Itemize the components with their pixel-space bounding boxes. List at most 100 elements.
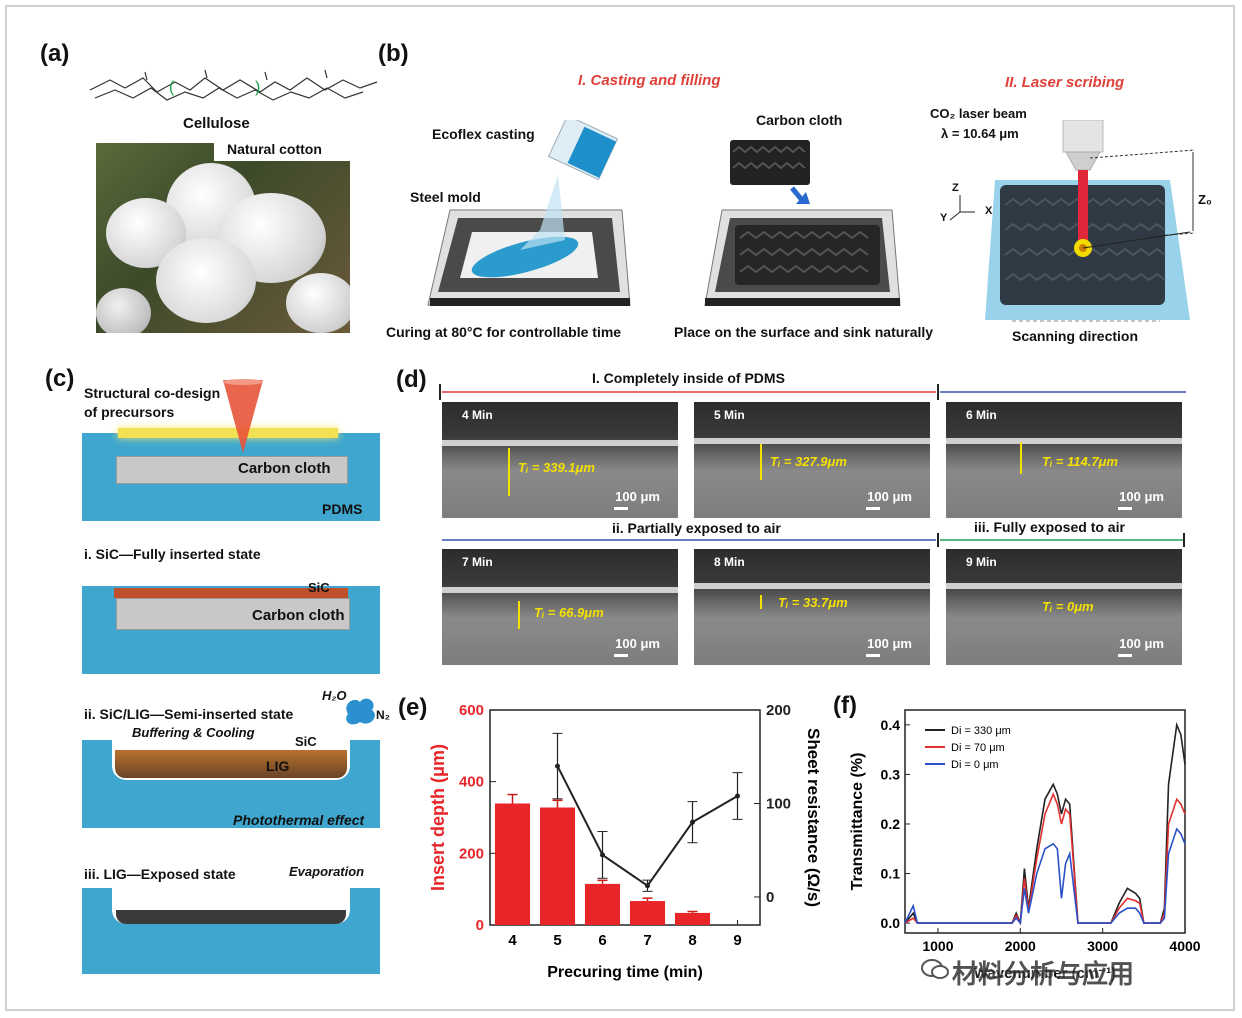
panel-label-b: (b) [378, 40, 409, 67]
lig-label: LIG [266, 758, 290, 774]
lambda-label: λ = 10.64 μm [941, 126, 1019, 141]
sem-time: 5 Min [714, 408, 745, 422]
sem-scale: 100 μm [615, 489, 660, 504]
plot-frame [489, 709, 761, 926]
z0-label: Z₀ [1198, 192, 1212, 207]
curing-caption: Curing at 80°C for controllable time [386, 324, 622, 340]
steel-mold-label: Steel mold [410, 189, 481, 205]
carbon-cloth-label-b: Carbon cloth [756, 112, 843, 128]
sem-depth: Tᵢ = 339.1μm [518, 460, 595, 475]
region1-label: I. Completely inside of PDMS [588, 370, 789, 386]
y-tick-label: 0.3 [881, 766, 901, 782]
watermark-text: 材料分析与应用 [952, 959, 1135, 989]
line-point [735, 793, 740, 799]
sem-time: 9 Min [966, 555, 997, 569]
sic-layer-1 [114, 588, 348, 598]
y2-tick-label: 100 [766, 795, 791, 812]
carbon-cloth-bar-2 [116, 598, 350, 630]
scale-bar [1118, 654, 1132, 657]
evaporation-label: Evaporation [289, 864, 365, 879]
x-axis-title: Precuring time (min) [547, 964, 703, 981]
sem-image-7min: 7 Min Tᵢ = 66.9μm 100 μm [442, 549, 678, 665]
sem-time: 7 Min [462, 555, 493, 569]
sem-image-4min: 4 Min Tᵢ = 339.1μm 100 μm [442, 402, 678, 518]
carbon-cloth-label-c1: Carbon cloth [238, 460, 331, 477]
sem-scale: 100 μm [867, 636, 912, 651]
region-brackets [439, 384, 1186, 547]
sem-image-8min: 8 Min Tᵢ = 33.7μm 100 μm [694, 549, 930, 665]
svg-text:): ) [255, 79, 260, 96]
x-tick-label: 3000 [1087, 938, 1118, 954]
region3-label: iii. Fully exposed to air [970, 519, 1129, 535]
scale-bar [866, 654, 880, 657]
co2-laser-label: CO₂ laser beam [930, 106, 1027, 121]
bar [674, 912, 711, 925]
scale-bar [866, 507, 880, 510]
x-tick-label: 6 [598, 932, 606, 949]
gas-cloud-icon [346, 698, 375, 725]
x-tick-label: 1000 [922, 938, 953, 954]
x-tick-label: 4 [508, 932, 517, 949]
y2-tick-label: 0 [766, 889, 774, 906]
y-tick-label: 0 [476, 917, 484, 934]
legend-label: Di = 70 μm [951, 742, 1005, 754]
y2-tick-label: 200 [766, 702, 791, 719]
figure-frame [5, 5, 1235, 1011]
pdms-label: PDMS [322, 501, 363, 517]
axis-y-label: Y [940, 212, 948, 224]
legend-label: Di = 330 μm [951, 725, 1011, 737]
line-point [645, 883, 650, 889]
bar [539, 807, 576, 925]
scale-bar [614, 654, 628, 657]
ecoflex-label: Ecoflex casting [432, 126, 535, 142]
spectrum-line [904, 721, 1186, 924]
panel-label-f: (f) [833, 692, 857, 719]
scale-bar [614, 507, 628, 510]
bar [494, 803, 531, 925]
x-tick-label: 7 [643, 932, 651, 949]
sem-scale: 100 μm [1119, 489, 1164, 504]
laser-glow [118, 428, 338, 438]
svg-text:(: ( [169, 79, 175, 96]
sem-depth: Tᵢ = 327.9μm [770, 454, 847, 469]
state1-title: i. SiC—Fully inserted state [84, 546, 261, 562]
sic-label-1: SiC [308, 580, 330, 595]
n2-label: N₂ [376, 708, 390, 722]
sem-depth: Tᵢ = 33.7μm [778, 595, 848, 610]
y-tick-label: 0.0 [881, 915, 901, 931]
sem-image-5min: 5 Min Tᵢ = 327.9μm 100 μm [694, 402, 930, 518]
casting-schematic [427, 120, 1196, 322]
sem-image-9min: 9 Min Tᵢ = 0μm 100 μm [946, 549, 1182, 665]
laser-cone-icon [223, 379, 263, 453]
panel-label-c: (c) [45, 365, 75, 392]
cellulose-label: Cellulose [183, 115, 250, 132]
axis-x-label: X [985, 205, 993, 217]
codesign-line1: Structural co-design [84, 385, 221, 401]
state2-title: ii. SiC/LIG—Semi-inserted state [84, 706, 294, 722]
scale-bar [1118, 507, 1132, 510]
y-tick-label: 600 [459, 702, 484, 719]
h2o-label: H₂O [322, 688, 347, 703]
sem-image-6min: 6 Min Tᵢ = 114.7μm 100 μm [946, 402, 1182, 518]
sem-time: 4 Min [462, 408, 493, 422]
sem-depth: Tᵢ = 66.9μm [534, 605, 604, 620]
y-tick-label: 400 [459, 774, 484, 791]
x-tick-label: 8 [688, 932, 696, 949]
photothermal-label: Photothermal effect [233, 812, 365, 828]
sem-scale: 100 μm [615, 636, 660, 651]
y-tick-label: 0.2 [881, 816, 901, 832]
y-tick-label: 0.1 [881, 866, 901, 882]
sic-label-2: SiC [295, 734, 317, 749]
buffering-label: Buffering & Cooling [132, 725, 255, 740]
line-point [555, 763, 560, 769]
lig-exposed-layer [116, 910, 346, 924]
region2-label: ii. Partially exposed to air [608, 520, 785, 536]
panel-label-a: (a) [40, 40, 70, 67]
y-tick-label: 0.4 [881, 717, 901, 733]
sem-time: 6 Min [966, 408, 997, 422]
panel-label-d: (d) [396, 366, 427, 393]
cellulose-structure: () [89, 69, 378, 101]
line-point [690, 819, 695, 825]
x-tick-label: 2000 [1005, 938, 1036, 954]
